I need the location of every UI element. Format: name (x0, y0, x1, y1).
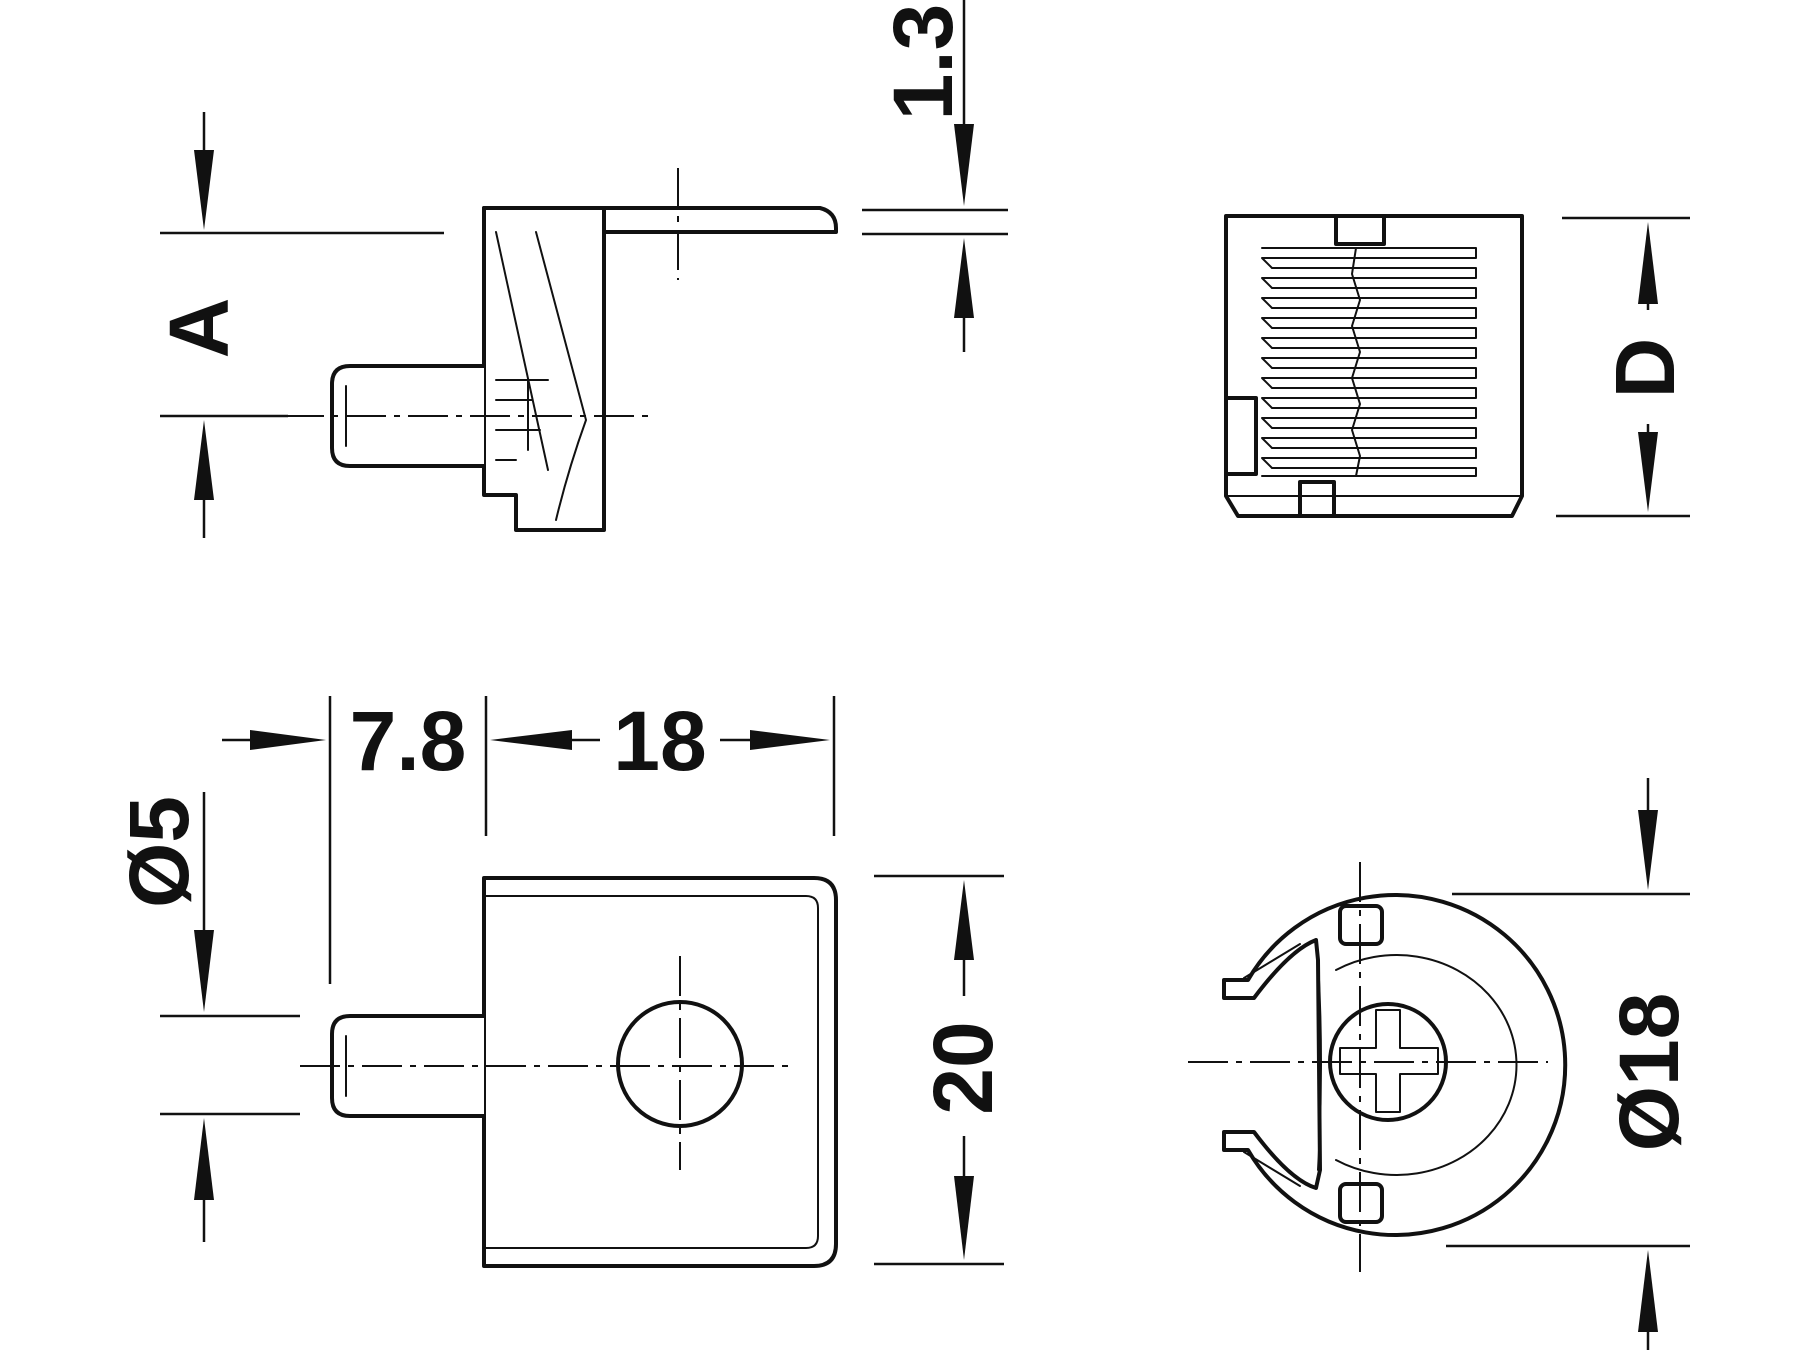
top-view: 7.8 18 Ø5 20 (112, 694, 1010, 1268)
plate-inner-edge (483, 895, 819, 1249)
dim-pin-dia-arrow-bottom (194, 1118, 214, 1200)
dim-d-arrow-top (1638, 222, 1658, 304)
housing-bottom-slot (1298, 480, 1336, 518)
dim-thickness-arrow-bottom (954, 238, 974, 318)
housing-inner-arc (1335, 954, 1518, 1176)
dim-body-width-label: 20 (916, 1021, 1010, 1114)
dim-d-arrow-bottom (1638, 432, 1658, 512)
side-view: A 1.3 (152, 0, 1008, 538)
dim-a-arrow-bottom (194, 420, 214, 500)
housing-inner-lines (1243, 943, 1322, 1187)
dim-pin-dia-arrow-top (194, 930, 214, 1012)
dim-a-label: A (152, 298, 246, 359)
body-inner-lines (495, 231, 587, 521)
dim-a-arrow-top (194, 150, 214, 230)
housing-top-slot (1334, 214, 1386, 246)
dim-body-length-label: 18 (613, 694, 706, 788)
housing-ribs (1261, 247, 1477, 477)
dim-housing-dia-label: Ø18 (1602, 993, 1696, 1152)
dim-body-width-arrow-bottom (954, 1176, 974, 1260)
dim-pin-length-arrow (250, 730, 326, 750)
screw-hole (616, 1000, 744, 1128)
dim-housing-dia-arrow-top (1638, 810, 1658, 890)
cam-cross-slot (1339, 1009, 1439, 1113)
housing-side-tab (1224, 396, 1258, 476)
housing-rib-split (1351, 247, 1361, 477)
dim-d-label: D (1598, 338, 1692, 399)
dim-body-width-arrow-top (954, 880, 974, 960)
housing-end-view: Ø18 (1188, 778, 1696, 1350)
dim-thickness-arrow-top (954, 124, 974, 206)
housing-side-view: D (1224, 214, 1692, 518)
dim-pin-length-label: 7.8 (350, 694, 467, 788)
dim-pin-dia-label: Ø5 (112, 796, 206, 908)
dim-housing-dia-arrow-bottom (1638, 1250, 1658, 1332)
dim-body-length-arrow-left (490, 730, 572, 750)
dim-thickness-label: 1.3 (876, 4, 970, 121)
support-body (482, 206, 606, 532)
dim-body-length-arrow-right (750, 730, 830, 750)
